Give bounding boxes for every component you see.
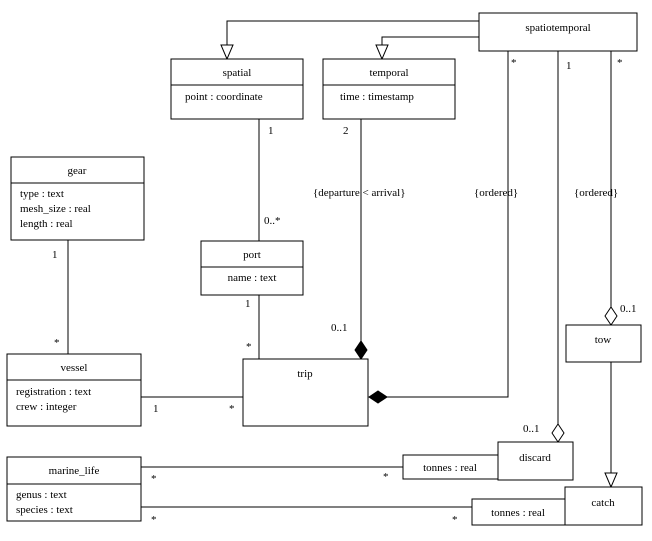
constraint-departure: {departure < arrival} <box>313 187 406 199</box>
generalization-arrowhead-catch <box>604 472 618 489</box>
multiplicity-label: * <box>617 57 623 69</box>
constraint-ordered-trip: {ordered} <box>474 187 518 199</box>
aggregation-diamond-discard <box>551 423 565 443</box>
class-vessel[interactable]: vessel registration : text crew : intege… <box>6 353 142 427</box>
class-port[interactable]: port name : text <box>200 240 304 296</box>
class-name: temporal <box>369 67 408 79</box>
multiplicity-label: 2 <box>343 125 349 137</box>
class-name: vessel <box>61 362 88 374</box>
class-gear[interactable]: gear type : text mesh_size : real length… <box>10 156 145 241</box>
class-name: gear <box>68 165 87 177</box>
class-name: spatiotemporal <box>525 22 590 34</box>
attribute: tonnes : real <box>423 462 477 474</box>
class-name: catch <box>591 497 615 509</box>
association-class-discard-tonnes[interactable]: tonnes : real <box>402 454 499 480</box>
multiplicity-label: * <box>383 471 389 483</box>
attribute: crew : integer <box>16 401 77 413</box>
multiplicity-label: 0..1 <box>620 303 637 315</box>
generalization-spatial <box>226 20 479 45</box>
attribute: species : text <box>16 504 73 516</box>
class-name: tow <box>595 334 612 346</box>
attribute: name : text <box>228 272 277 284</box>
generalization-arrowhead-spatial <box>220 44 234 61</box>
multiplicity-label: * <box>452 514 458 526</box>
composition-spatiotemporal-trip <box>387 51 509 398</box>
composition-diamond-trip-top <box>354 340 368 360</box>
multiplicity-label: 1 <box>245 298 251 310</box>
generalization-arrowhead-temporal <box>375 44 389 61</box>
constraint-ordered-tow: {ordered} <box>574 187 618 199</box>
multiplicity-labels: 1 0..* 2 0..1 1 * 1 * 1 * * 1 0..1 * 0..… <box>52 57 637 526</box>
class-tow[interactable]: tow <box>565 324 642 363</box>
multiplicity-label: * <box>246 341 252 353</box>
attribute: length : real <box>20 218 73 230</box>
class-spatiotemporal[interactable]: spatiotemporal <box>478 12 638 52</box>
attribute: type : text <box>20 188 64 200</box>
composition-diamond-trip-right <box>368 390 388 404</box>
association-class-catch-tonnes[interactable]: tonnes : real <box>471 498 566 526</box>
multiplicity-label: * <box>229 403 235 415</box>
attribute: genus : text <box>16 489 67 501</box>
multiplicity-label: 1 <box>566 60 572 72</box>
multiplicity-label: 1 <box>153 403 159 415</box>
multiplicity-label: * <box>151 473 157 485</box>
class-catch[interactable]: catch <box>564 486 643 526</box>
aggregation-diamond-tow <box>604 306 618 326</box>
connectors <box>67 20 612 508</box>
multiplicity-label: 0..* <box>264 215 281 227</box>
attribute: tonnes : real <box>491 507 545 519</box>
generalization-temporal <box>381 36 479 45</box>
constraint-labels: {departure < arrival} {ordered} {ordered… <box>313 187 618 199</box>
multiplicity-label: 0..1 <box>331 322 348 334</box>
attribute: time : timestamp <box>340 91 414 103</box>
class-temporal[interactable]: temporal time : timestamp <box>322 58 456 120</box>
attribute: mesh_size : real <box>20 203 91 215</box>
class-spatial[interactable]: spatial point : coordinate <box>170 58 304 120</box>
multiplicity-label: 1 <box>52 249 58 261</box>
multiplicity-label: 0..1 <box>523 423 540 435</box>
multiplicity-label: * <box>151 514 157 526</box>
class-name: discard <box>519 452 551 464</box>
multiplicity-label: 1 <box>268 125 274 137</box>
class-name: trip <box>297 368 313 380</box>
class-discard[interactable]: discard <box>497 441 574 481</box>
class-marine-life[interactable]: marine_life genus : text species : text <box>6 456 142 522</box>
attribute: registration : text <box>16 386 91 398</box>
class-name: spatial <box>223 67 252 79</box>
class-trip[interactable]: trip <box>242 358 369 427</box>
multiplicity-label: * <box>511 57 517 69</box>
attribute: point : coordinate <box>185 91 263 103</box>
multiplicity-label: * <box>54 337 60 349</box>
class-name: marine_life <box>49 465 100 477</box>
class-name: port <box>243 249 261 261</box>
